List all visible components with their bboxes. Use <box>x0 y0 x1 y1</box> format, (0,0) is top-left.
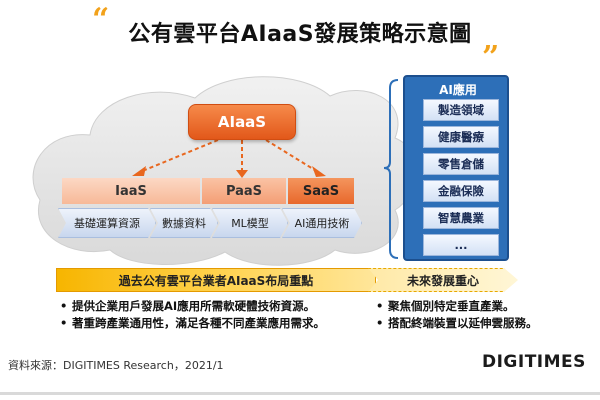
source-note: 資料來源：DIGITIMES Research，2021/1 <box>8 359 224 372</box>
list-item: •提供企業用戶發展AI應用所需軟硬體技術資源。 <box>60 299 316 313</box>
list-item: •著重跨產業通用性，滿足各種不同產業應用需求。 <box>60 316 325 330</box>
app-item: 製造領域 <box>423 99 499 121</box>
sub-layer-ml-model: ML模型 <box>212 208 288 238</box>
app-bracket <box>383 79 399 259</box>
past-points-list: •提供企業用戶發展AI應用所需軟硬體技術資源。 •著重跨產業通用性，滿足各種不同… <box>60 298 325 332</box>
sub-layer-ai-tech: AI通用技術 <box>282 208 362 238</box>
app-item: 智慧農業 <box>423 207 499 229</box>
app-item: ... <box>423 234 499 256</box>
layer-saas: SaaS <box>288 178 354 204</box>
list-item: •搭配終端裝置以延伸雲服務。 <box>376 316 538 330</box>
list-item: •聚焦個別特定垂直產業。 <box>376 299 515 313</box>
layer-paas: PaaS <box>202 178 286 204</box>
future-focus-bar: 未來發展重心 <box>368 268 518 292</box>
quote-open-mark: “ <box>92 2 110 37</box>
page-title: 公有雲平台AIaaS發展策略示意圖 <box>128 22 472 47</box>
digitimes-logo: DIGITIMES <box>482 352 586 372</box>
sub-layer-data: 數據資料 <box>150 208 218 238</box>
sub-layer-compute: 基礎運算資源 <box>58 208 156 238</box>
future-points-list: •聚焦個別特定垂直產業。 •搭配終端裝置以延伸雲服務。 <box>376 298 538 332</box>
layer-iaas: IaaS <box>62 178 200 204</box>
ai-applications-title: AI應用 <box>439 83 477 97</box>
app-item: 健康醫療 <box>423 126 499 148</box>
footer-divider <box>0 392 600 395</box>
quote-close-mark: ” <box>482 40 500 75</box>
aiaas-hub: AIaaS <box>188 104 296 140</box>
ai-applications-panel: AI應用 製造領域 健康醫療 零售倉儲 金融保險 智慧農業 ... <box>403 75 509 261</box>
app-item: 零售倉儲 <box>423 153 499 175</box>
past-focus-bar: 過去公有雲平台業者AIaaS布局重點 <box>56 268 376 292</box>
app-item: 金融保險 <box>423 180 499 202</box>
hub-arrows <box>139 139 319 173</box>
